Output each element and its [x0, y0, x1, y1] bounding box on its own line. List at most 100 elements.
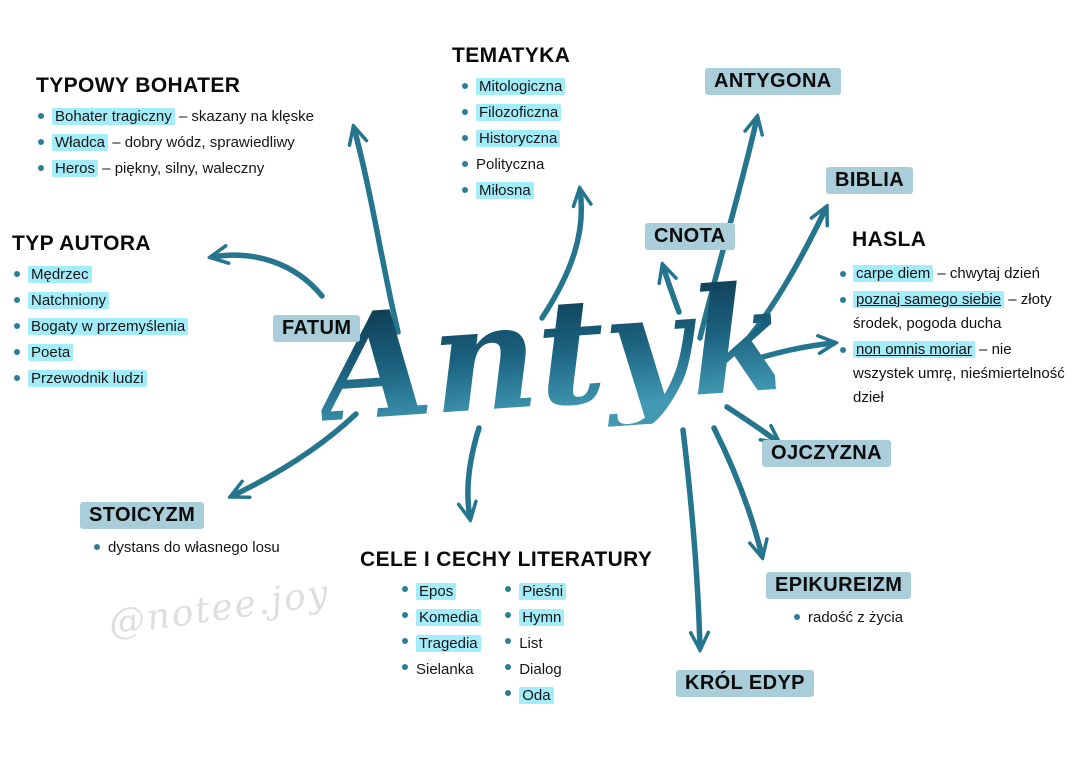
bullet-icon [462, 135, 468, 141]
list-item: carpe diem – chwytaj dzień [838, 262, 1072, 286]
node-biblia: BIBLIA [826, 167, 914, 194]
node-label-krol-edyp: KRÓL EDYP [676, 670, 814, 697]
list-item: non omnis moriar – nie wszystek umrę, ni… [838, 338, 1072, 410]
stoicyzm-list: dystans do własnego losu [92, 538, 280, 557]
item-key: Heros [52, 160, 99, 177]
list-item: Hymn [503, 606, 566, 630]
item-key: poznaj samego siebie [853, 291, 1005, 308]
item-text: List [519, 635, 543, 652]
section-epikureizm: EPIKUREIZM radość z życia [766, 572, 912, 634]
list-item: Sielanka [400, 658, 481, 682]
node-antygona: ANTYGONA [705, 68, 841, 95]
list-item: Filozoficzna [460, 103, 570, 122]
central-topic: Antyk [312, 252, 797, 456]
list-item: poznaj samego siebie – złoty środek, pog… [838, 288, 1072, 336]
item-text: Epos [416, 583, 457, 600]
item-text: Filozoficzna [476, 104, 562, 121]
item-text: dystans do własnego losu [108, 539, 280, 556]
item-text: Mitologiczna [476, 78, 566, 95]
list-item: dystans do własnego losu [92, 538, 280, 557]
list-item: Władca – dobry wódz, sprawiedliwy [36, 133, 314, 152]
list-item: List [503, 632, 566, 656]
node-label-ojczyzna: OJCZYZNA [762, 440, 891, 467]
bullet-icon [38, 165, 44, 171]
arrow-stoicyzm [232, 411, 359, 496]
bullet-icon [462, 109, 468, 115]
item-text: Sielanka [416, 661, 474, 678]
arrow-ojczyzna [724, 404, 778, 442]
list-item: Bogaty w przemyślenia [12, 317, 189, 336]
list-item: Natchniony [12, 291, 188, 310]
node-krol-edyp: KRÓL EDYP [676, 670, 814, 697]
item-text: Komedia [416, 609, 482, 626]
section-title-tematyka: TEMATYKA [452, 44, 571, 67]
tematyka-list: Mitologiczna Filozoficzna Historyczna Po… [460, 77, 570, 200]
bullet-icon [402, 664, 408, 670]
list-item: Epos [400, 580, 481, 604]
bullet-icon [840, 347, 846, 353]
arrow-typ-autora [212, 255, 325, 299]
arrow-cnota [663, 266, 682, 315]
item-rest: – nie wszystek umrę, nieśmiertelność dzi… [853, 341, 1065, 406]
section-typowy-bohater: TYPOWY BOHATER Bohater tragiczny – skaza… [36, 74, 314, 185]
item-text: Poeta [28, 344, 74, 361]
list-item: Miłosna [460, 181, 570, 200]
arrow-epikureizm [711, 425, 762, 556]
list-item: Oda [503, 684, 566, 708]
hasla-list: carpe diem – chwytaj dzień poznaj samego… [838, 262, 1072, 410]
item-text: Tragedia [416, 635, 481, 652]
list-item: Polityczna [460, 155, 570, 174]
arrow-cele-literatury [468, 425, 482, 518]
list-item: Komedia [400, 606, 482, 630]
item-text: Polityczna [476, 156, 545, 173]
arrow-biblia [734, 208, 826, 355]
bullet-icon [38, 139, 44, 145]
item-text: Pieśni [519, 583, 567, 600]
bullet-icon [402, 586, 408, 592]
node-cnota: CNOTA [645, 223, 735, 250]
epikureizm-list: radość z życia [792, 608, 911, 627]
section-typ-autora: TYP AUTORA Mędrzec Natchniony Bogaty w p… [12, 232, 189, 395]
list-item: Przewodnik ludzi [12, 369, 188, 388]
item-text: Oda [519, 687, 554, 704]
item-key: Władca [52, 134, 109, 151]
bullet-icon [14, 297, 20, 303]
item-rest: – złoty środek, pogoda ducha [853, 291, 1052, 332]
item-key: Bohater tragiczny [52, 108, 175, 125]
bullet-icon [505, 690, 512, 696]
item-text: Miłosna [476, 182, 534, 199]
bullet-icon [462, 83, 468, 89]
list-item: Historyczna [460, 129, 570, 148]
bullet-icon [505, 586, 512, 592]
list-item: Mędrzec [12, 265, 188, 284]
node-ojczyzna: OJCZYZNA [762, 440, 891, 467]
bullet-icon [14, 375, 20, 381]
node-label-antygona: ANTYGONA [705, 68, 841, 95]
bullet-icon [14, 323, 20, 329]
section-title-hasla: HASLA [852, 228, 927, 251]
node-label-cnota: CNOTA [645, 223, 735, 250]
list-item: Pieśni [503, 580, 567, 604]
bullet-icon [14, 271, 20, 277]
bullet-icon [505, 638, 512, 644]
bullet-icon [402, 638, 408, 644]
list-item: Heros – piękny, silny, waleczny [36, 159, 314, 178]
item-rest: – dobry wódz, sprawiedliwy [108, 134, 295, 151]
bullet-icon [840, 271, 846, 277]
typowy-bohater-list: Bohater tragiczny – skazany na klęske Wł… [36, 107, 314, 178]
typ-autora-list: Mędrzec Natchniony Bogaty w przemyślenia… [12, 265, 189, 388]
section-title-epikureizm: EPIKUREIZM [766, 572, 912, 599]
section-title-typ-autora: TYP AUTORA [12, 232, 151, 255]
list-item: Mitologiczna [460, 77, 570, 96]
item-text: Natchniony [28, 292, 110, 309]
section-hasla: HASLA carpe diem – chwytaj dzień poznaj … [838, 228, 1072, 412]
arrow-typowy-bohater [354, 128, 401, 335]
bullet-icon [38, 113, 44, 119]
item-text: Hymn [519, 609, 565, 626]
list-item: Bohater tragiczny – skazany na klęske [36, 107, 314, 126]
item-rest: – skazany na klęske [174, 108, 314, 125]
item-rest: – piękny, silny, waleczny [98, 160, 265, 177]
item-text: Historyczna [476, 130, 561, 147]
section-title-typowy-bohater: TYPOWY BOHATER [36, 74, 241, 97]
